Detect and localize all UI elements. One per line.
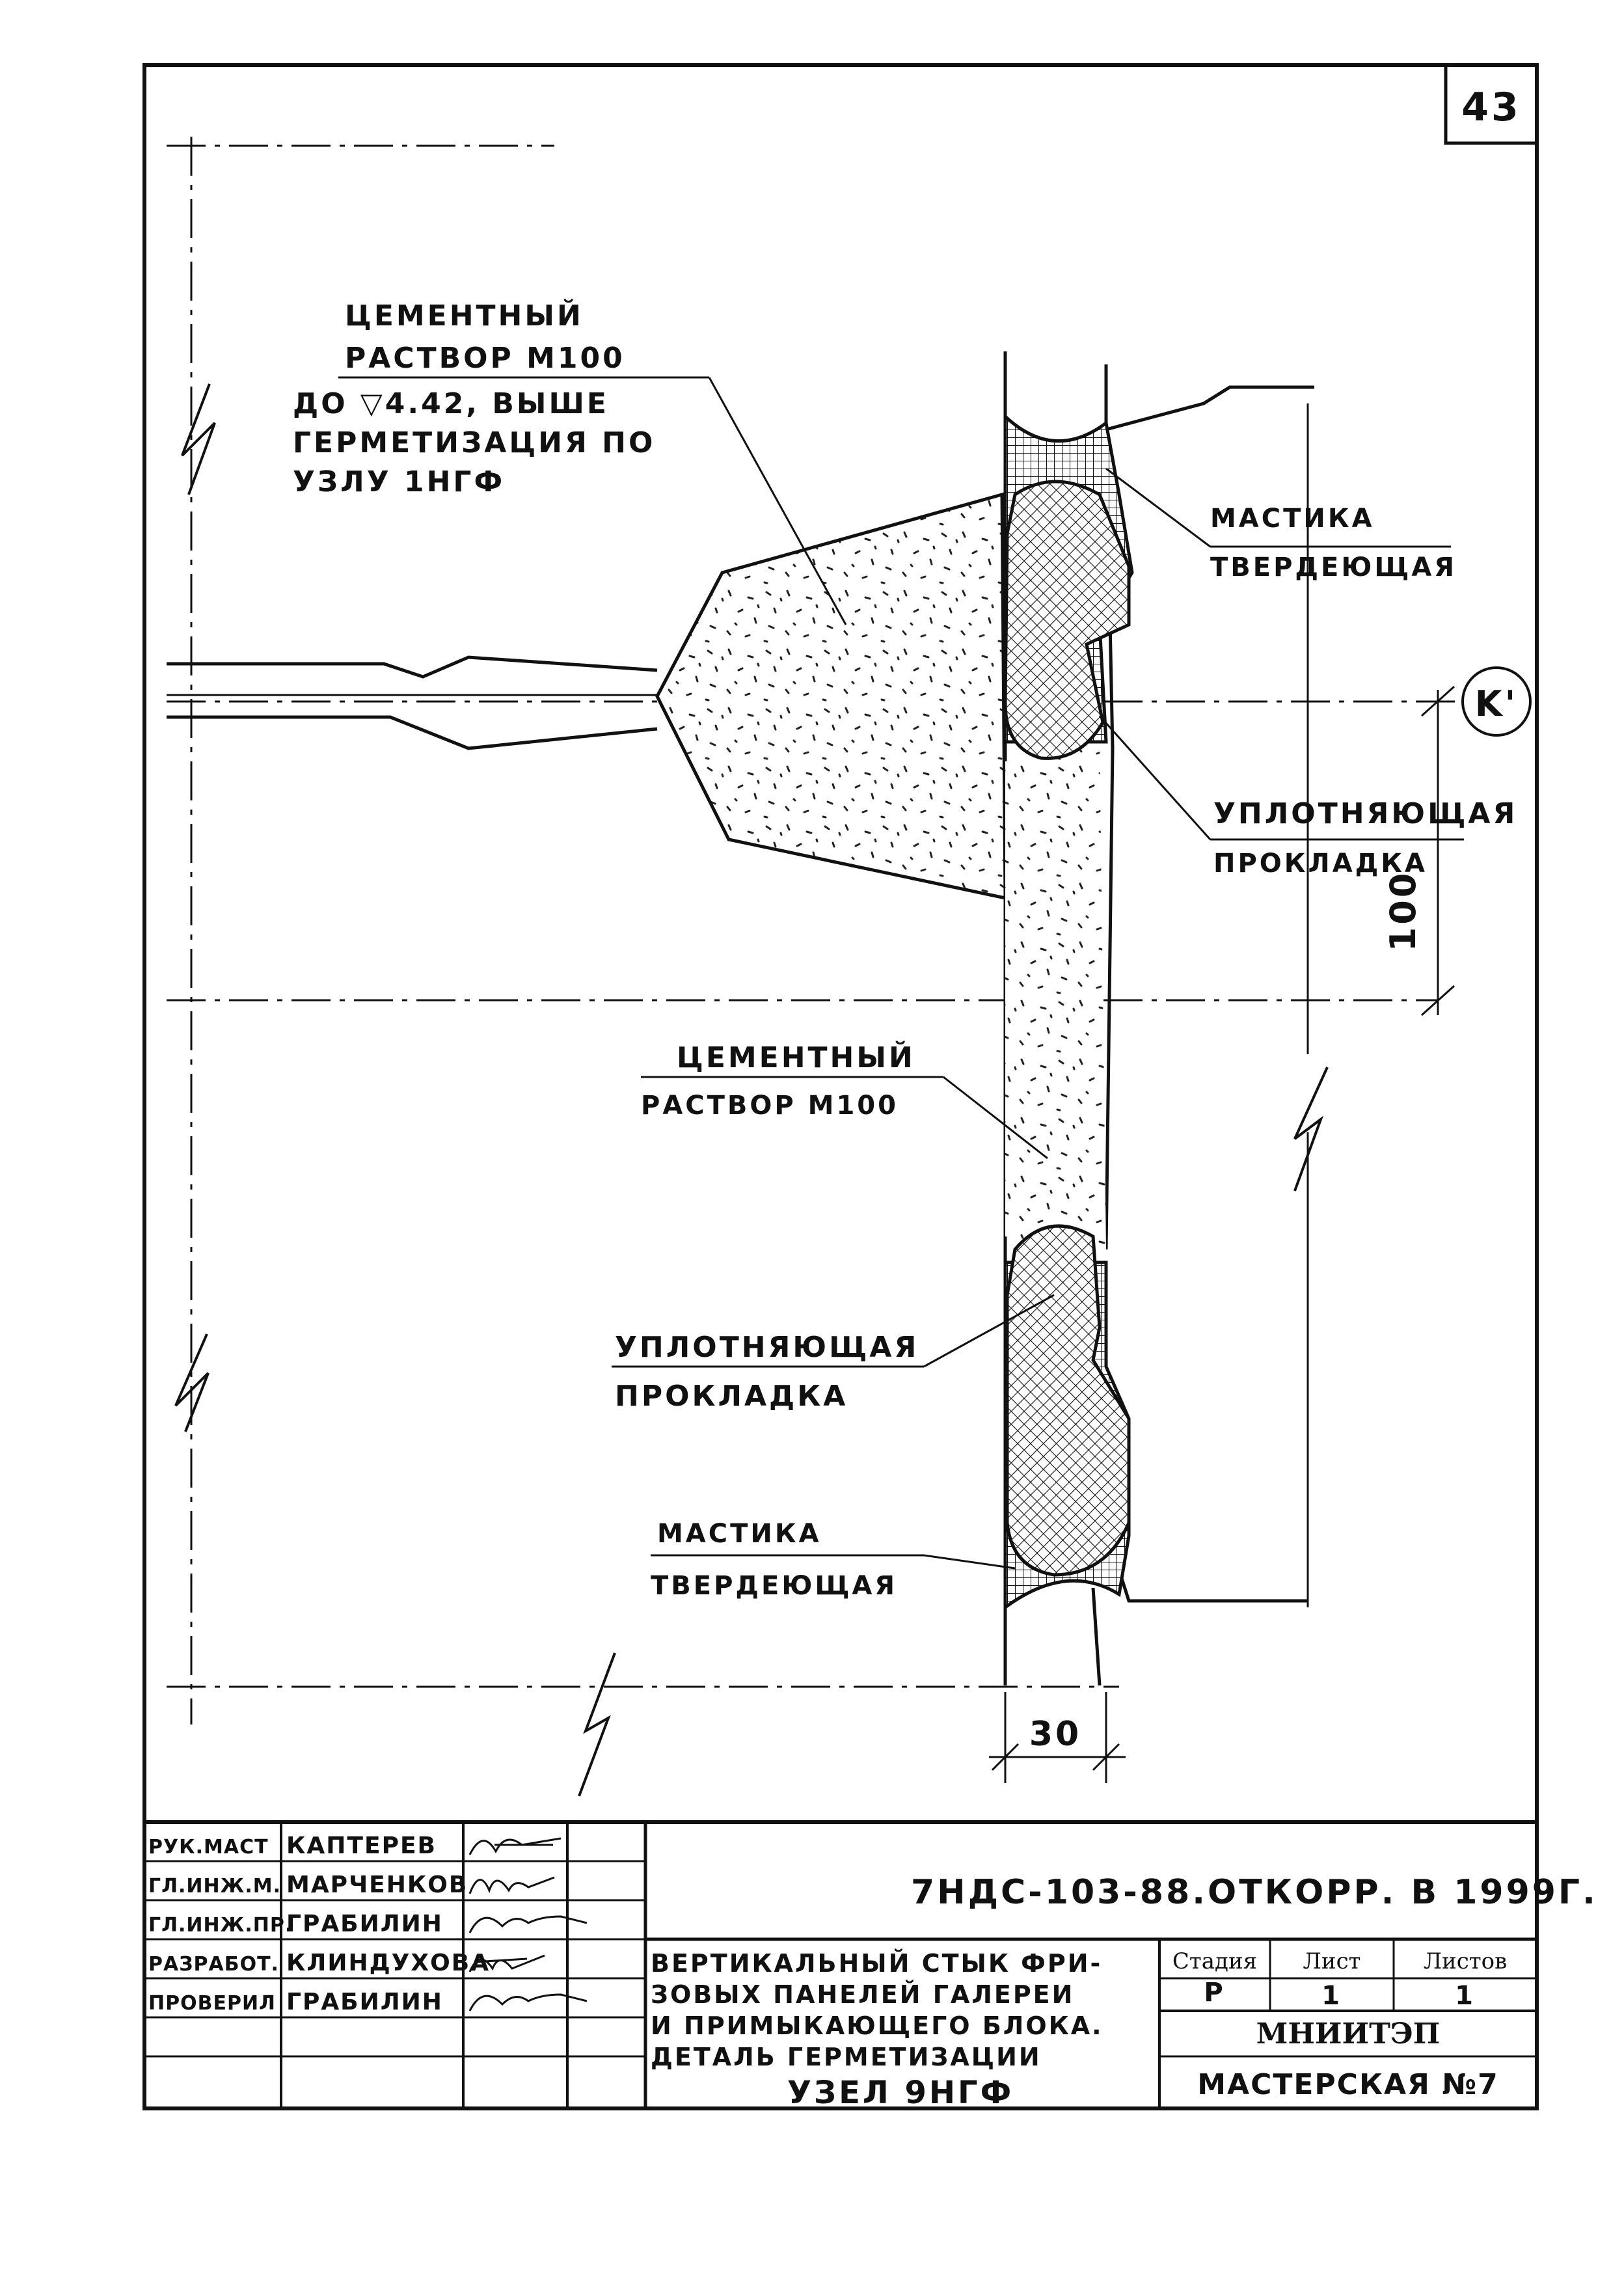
mortar-top-line5: УЗЛУ 1НГФ: [293, 465, 505, 498]
left-panel-outline: [167, 655, 658, 750]
name-4: КЛИНДУХОВА: [286, 1950, 490, 1976]
gasket-top-line2: ПРОКЛАДКА: [1213, 849, 1428, 879]
sheets-header: Листов: [1424, 1948, 1508, 1974]
gasket-top-line1: УПЛОТНЯЮЩАЯ: [1213, 797, 1517, 830]
signatures: [468, 1837, 588, 2011]
annotation-mastic-bottom: МАСТИКА ТВЕРДЕЮЩАЯ: [651, 1519, 897, 1601]
dimension-30-label: 30: [1029, 1715, 1081, 1754]
node-name: УЗЕЛ 9НГФ: [787, 2075, 1014, 2111]
mortar-top-line1: ЦЕМЕНТНЫЙ: [345, 298, 584, 333]
stage-value: Р: [1204, 1978, 1225, 2008]
sheets-value: 1: [1455, 1981, 1476, 2011]
sheet-value: 1: [1321, 1981, 1342, 2011]
title-block: [144, 1820, 1537, 2108]
leader-lines: [338, 376, 1464, 1570]
document-code: 7НДС-103-88.ОТКОРР. В 1999Г.: [911, 1873, 1598, 1912]
name-1: КАПТЕРЕВ: [286, 1833, 437, 1859]
axis-lines: [167, 137, 1477, 1724]
drawing-title: ВЕРТИКАЛЬНЫЙ СТЫК ФРИ- ЗОВЫХ ПАНЕЛЕЙ ГАЛ…: [651, 1949, 1103, 2111]
annotation-mortar-top: ЦЕМЕНТНЫЙ РАСТВОР М100 ДО ▽4.42, ВЫШЕ ГЕ…: [293, 298, 655, 498]
sheet-info: Стадия Лист Листов Р 1 1 МНИИТЭП МАСТЕРС…: [1172, 1948, 1507, 2101]
stage-header: Стадия: [1172, 1948, 1257, 1974]
workshop: МАСТЕРСКАЯ №7: [1197, 2068, 1499, 2101]
sheet-corner-number: 43: [1461, 85, 1521, 130]
title-line3: И ПРИМЫКАЮЩЕГО БЛОКА.: [651, 2011, 1103, 2040]
mortar-top-line4: ГЕРМЕТИЗАЦИЯ ПО: [293, 426, 655, 459]
axis-marker: K': [1461, 666, 1532, 737]
annotation-mastic-top: МАСТИКА ТВЕРДЕЮЩАЯ: [1210, 504, 1457, 582]
title-line4: ДЕТАЛЬ ГЕРМЕТИЗАЦИИ: [651, 2043, 1042, 2071]
title-block-names: КАПТЕРЕВ МАРЧЕНКОВ ГРАБИЛИН КЛИНДУХОВА Г…: [286, 1833, 490, 2015]
role-3: ГЛ.ИНЖ.ПР.: [148, 1914, 293, 1937]
annotation-gasket-top: УПЛОТНЯЮЩАЯ ПРОКЛАДКА: [1213, 797, 1517, 879]
mortar-mid-line1: ЦЕМЕНТНЫЙ: [677, 1040, 915, 1074]
dimension-100-label: 100: [1383, 871, 1424, 952]
mastic-bottom-line1: МАСТИКА: [657, 1519, 822, 1549]
organization: МНИИТЭП: [1256, 2017, 1441, 2051]
bottom-gasket: [1005, 1224, 1131, 1577]
role-2: ГЛ.ИНЖ.М.: [148, 1875, 281, 1898]
name-2: МАРЧЕНКОВ: [286, 1872, 468, 1898]
role-5: ПРОВЕРИЛ: [148, 1992, 276, 2015]
dimension-30: [989, 1692, 1126, 1783]
annotation-mortar-mid: ЦЕМЕНТНЫЙ РАСТВОР М100: [641, 1040, 915, 1121]
sheet-number-box: 43: [1444, 63, 1539, 145]
role-1: РУК.МАСТ: [148, 1836, 269, 1859]
role-4: РАЗРАБОТ.: [148, 1953, 279, 1976]
annotation-gasket-bottom: УПЛОТНЯЮЩАЯ ПРОКЛАДКА: [615, 1331, 919, 1413]
dimension-100: [1420, 685, 1455, 1016]
gasket-bottom-line1: УПЛОТНЯЮЩАЯ: [615, 1331, 919, 1364]
joint-mortar-fill: [1005, 742, 1106, 1249]
mortar-top-line2: РАСТВОР М100: [345, 342, 625, 375]
mastic-top-line2: ТВЕРДЕЮЩАЯ: [1210, 552, 1457, 582]
mortar-mid-line2: РАСТВОР М100: [641, 1091, 899, 1121]
mastic-top-line1: МАСТИКА: [1210, 504, 1375, 534]
top-gasket: [1003, 480, 1131, 760]
mortar-wedge: [655, 492, 1007, 901]
name-5: ГРАБИЛИН: [286, 1989, 443, 2015]
sheet-frame: [142, 63, 1539, 2110]
name-3: ГРАБИЛИН: [286, 1911, 443, 1937]
mastic-bottom-line2: ТВЕРДЕЮЩАЯ: [651, 1571, 897, 1601]
mortar-top-line3: ДО ▽4.42, ВЫШЕ: [293, 387, 609, 420]
axis-marker-label: K': [1475, 683, 1518, 724]
title-line2: ЗОВЫХ ПАНЕЛЕЙ ГАЛЕРЕИ: [651, 1980, 1074, 2009]
break-marks: [174, 383, 1329, 1797]
gasket-bottom-line2: ПРОКЛАДКА: [615, 1380, 848, 1413]
title-block-roles: РУК.МАСТ ГЛ.ИНЖ.М. ГЛ.ИНЖ.ПР. РАЗРАБОТ. …: [148, 1836, 293, 2015]
sheet-header: Лист: [1303, 1948, 1361, 1974]
title-line1: ВЕРТИКАЛЬНЫЙ СТЫК ФРИ-: [651, 1949, 1102, 1978]
